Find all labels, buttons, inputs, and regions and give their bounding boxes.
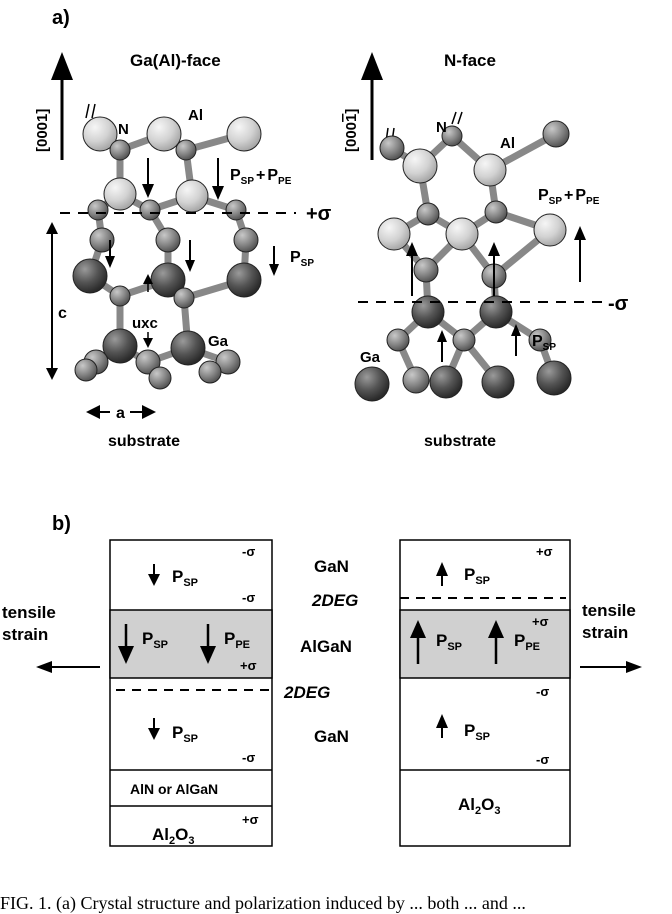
right-gan-top-psp: PSP xyxy=(464,565,490,587)
ga-face-axis-label: [0001] xyxy=(34,109,51,152)
ga-face-atoms xyxy=(72,116,262,390)
right-gan-bottom-sigma-top: -σ xyxy=(536,684,549,699)
right-gan-bottom-psp: PSP xyxy=(464,721,490,743)
center-gan-bottom: GaN xyxy=(314,727,349,746)
ga-face-c-dimension xyxy=(46,222,58,380)
center-labels: GaN 2DEG AlGaN 2DEG GaN xyxy=(283,557,358,746)
ga-face-psp-arrows xyxy=(105,240,279,276)
n-face-al-label: Al xyxy=(500,135,515,152)
ga-face-ppe-arrows xyxy=(142,158,224,200)
left-gan-top-arrow xyxy=(148,564,160,586)
n-face-axis-label: [0001] xyxy=(343,109,360,152)
left-substrate-label: Al2O3 xyxy=(152,825,194,847)
left-algan-ppe: PPE xyxy=(224,629,250,651)
ga-face-uxc-arrows xyxy=(143,274,153,348)
right-algan-sigma: +σ xyxy=(532,614,549,629)
center-algan: AlGaN xyxy=(300,637,352,656)
left-tensile-label: tensile xyxy=(2,603,56,622)
ga-face-axis-arrow xyxy=(51,52,73,160)
left-algan-arrows xyxy=(118,624,216,664)
ga-face-title: Ga(Al)-face xyxy=(130,51,221,70)
center-2deg-bottom: 2DEG xyxy=(283,683,330,702)
n-face-title: N-face xyxy=(444,51,496,70)
left-gan-top-sigma-bottom: -σ xyxy=(242,590,255,605)
ga-face-c-label: c xyxy=(58,305,67,322)
right-algan-ppe: PPE xyxy=(514,631,540,653)
center-gan-top: GaN xyxy=(314,557,349,576)
part-a-label: a) xyxy=(52,7,70,29)
right-stack: +σ PSP PSP PPE +σ -σ PSP -σ Al2O3 tensil… xyxy=(399,539,642,847)
n-face-psp-arrows xyxy=(437,324,521,362)
left-gan-top-psp: PSP xyxy=(172,567,198,589)
ga-face-top-polarization: PSP+PPE xyxy=(230,167,292,187)
n-face-ppe-arrows xyxy=(406,226,586,296)
left-algan-psp: PSP xyxy=(142,629,168,651)
left-algan-layer xyxy=(109,609,273,679)
ga-face-substrate: substrate xyxy=(108,433,180,450)
n-face-top-polarization: PSP+PPE xyxy=(538,187,600,207)
right-gan-bottom-arrow xyxy=(436,714,448,738)
left-strain-label: strain xyxy=(2,625,48,644)
ga-face-psp-label: PSP xyxy=(290,249,314,269)
ga-face-sigma: +σ xyxy=(306,203,332,225)
n-face-ga-label: Ga xyxy=(360,349,381,366)
left-buffer-label: AlN or AlGaN xyxy=(130,781,218,797)
ga-face-n-label: N xyxy=(118,121,129,138)
n-face-atoms xyxy=(354,120,572,402)
ga-face-top-stubs xyxy=(85,103,96,119)
n-face-n-label: N xyxy=(436,119,447,136)
right-algan-layer xyxy=(399,609,571,679)
left-algan-sigma: +σ xyxy=(240,658,257,673)
ga-face-a-label: a xyxy=(116,405,125,422)
part-b-label: b) xyxy=(52,513,71,535)
left-stack: PSP -σ -σ PSP PPE +σ PSP -σ AlN or AlGaN… xyxy=(2,539,273,847)
ga-face-ga-label: Ga xyxy=(208,333,229,350)
right-algan-psp: PSP xyxy=(436,631,462,653)
n-face-substrate: substrate xyxy=(424,433,496,450)
left-tensile-arrow xyxy=(36,661,100,673)
right-substrate-label: Al2O3 xyxy=(458,795,500,817)
right-tensile-arrow xyxy=(580,661,642,673)
ga-face-a-dimension xyxy=(86,405,156,419)
left-substrate-sigma: +σ xyxy=(242,812,259,827)
n-face-psp-label: PSP xyxy=(532,333,556,353)
left-gan-bottom-psp: PSP xyxy=(172,723,198,745)
right-tensile-label: tensile xyxy=(582,601,636,620)
right-algan-arrows xyxy=(410,620,504,664)
left-stack-outline xyxy=(109,539,273,847)
right-gan-top-arrow xyxy=(436,562,448,586)
right-strain-label: strain xyxy=(582,623,628,642)
n-face-panel: N-face [0001] xyxy=(343,51,629,450)
ga-face-panel: Ga(Al)-face [0001] xyxy=(34,51,332,450)
left-gan-bottom-sigma: -σ xyxy=(242,750,255,765)
ga-face-uxc-label: uxc xyxy=(132,315,158,332)
center-2deg-top: 2DEG xyxy=(311,591,358,610)
left-gan-bottom-arrow xyxy=(148,718,160,740)
ga-face-al-label: Al xyxy=(188,107,203,124)
right-stack-outline xyxy=(399,539,571,847)
figure-caption: FIG. 1. (a) Crystal structure and polari… xyxy=(0,893,526,913)
right-gan-bottom-sigma-bottom: -σ xyxy=(536,752,549,767)
right-gan-top-sigma: +σ xyxy=(536,544,553,559)
left-gan-top-sigma-top: -σ xyxy=(242,544,255,559)
n-face-axis-arrow xyxy=(361,52,383,160)
n-face-sigma: -σ xyxy=(608,293,629,315)
